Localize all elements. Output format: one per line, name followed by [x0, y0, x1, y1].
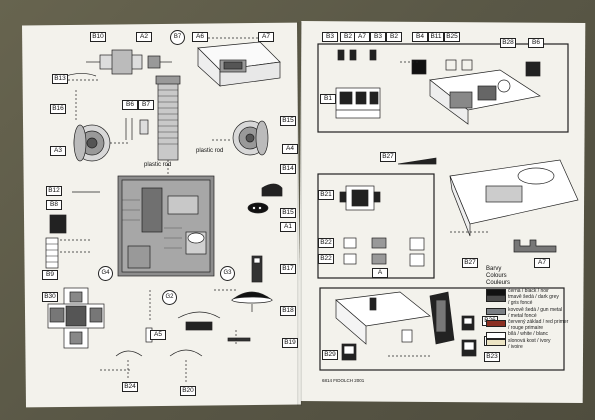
part-label-b15-right: B15: [280, 116, 296, 126]
legend-text: bílá / white / blanc: [508, 331, 549, 338]
part-label-r-b27b: B27: [462, 258, 478, 268]
part-label-a6: A6: [192, 32, 208, 42]
part-circle-g4: G4: [98, 266, 113, 281]
part-label-a7-top: A7: [258, 32, 274, 42]
part-label-b13: B13: [52, 74, 68, 84]
part-label-b7: B7: [138, 100, 154, 110]
part-label-b17: B17: [280, 264, 296, 274]
part-label-r-b25: B25: [444, 32, 460, 42]
legend-text: tmavě šedá / dark grey: [508, 294, 559, 301]
legend-swatch: [486, 338, 506, 346]
part-circle-g2: G2: [162, 290, 177, 305]
part-label-b9: B9: [42, 270, 58, 280]
part-label-r-a: A: [372, 268, 388, 278]
plastic-rod-right: plastic rod: [196, 148, 224, 154]
part-label-a5: A5: [150, 330, 166, 340]
legend-title-fr: Couleurs: [486, 280, 511, 286]
legend-text: / metal foncé: [508, 312, 537, 319]
part-label-b19: B19: [282, 338, 298, 348]
part-label-b16: B16: [50, 104, 66, 114]
part-circle-b7: B7: [170, 30, 185, 45]
legend-text: černá / black / noir: [508, 288, 549, 294]
part-label-b20: B20: [180, 386, 196, 396]
part-label-r-b11: B11: [428, 32, 444, 42]
legend-text: / rouge primaire: [508, 325, 544, 332]
part-label-r-b23: B23: [484, 352, 500, 362]
plastic-rod-left: plastic rod: [144, 162, 172, 168]
part-label-r-b3a: B3: [322, 32, 338, 42]
part-label-a3: A3: [50, 146, 66, 156]
part-label-r-b29: B29: [322, 350, 338, 360]
part-label-a1: A1: [280, 222, 296, 232]
part-label-b24: B24: [122, 382, 138, 392]
legend-title-cz: Barvy: [486, 266, 502, 272]
legend-swatch: [486, 307, 506, 315]
part-label-a2: A2: [136, 32, 152, 42]
part-label-r-b4: B4: [412, 32, 428, 42]
part-label-r-b22b: B22: [318, 254, 334, 264]
legend-text: / gris foncé: [508, 300, 533, 307]
part-label-r-b3b: B3: [370, 32, 386, 42]
legend-swatch: [486, 320, 506, 327]
legend-text: kovově šedá / gun metal: [508, 306, 563, 313]
part-label-r-a7b: A7: [534, 258, 550, 268]
legend-title-en: Colours: [486, 273, 507, 279]
part-label-r-b1: B1: [320, 94, 336, 104]
part-label-r-a7: A7: [354, 32, 370, 42]
part-label-b18: B18: [280, 306, 296, 316]
part-label-r-b2b: B2: [386, 32, 402, 42]
part-label-r-b28: B28: [500, 38, 516, 48]
part-label-b15: B15: [280, 208, 296, 218]
center-fold: [297, 22, 302, 406]
part-label-b14: B14: [280, 164, 296, 174]
part-label-b30: B30: [42, 292, 58, 302]
part-label-r-b22a: B22: [318, 238, 334, 248]
part-label-a4: A4: [282, 144, 298, 154]
legend-text: červený základ / red primer: [508, 319, 569, 325]
part-label-b6: B6: [122, 100, 138, 110]
legend-text: / ivoire: [508, 343, 523, 350]
part-label-r-b27: B27: [380, 152, 396, 162]
legend-text: slonová kost / ivory: [508, 337, 551, 344]
part-label-b8: B8: [46, 200, 62, 210]
part-circle-g3: G3: [220, 266, 235, 281]
part-label-b12: B12: [46, 186, 62, 196]
legend-swatch: [486, 295, 506, 303]
part-label-r-b6: B6: [528, 38, 544, 48]
sheet-footer: 6814 FIDOLCH 2001: [322, 378, 365, 383]
part-label-r-b21: B21: [318, 190, 334, 200]
colour-legend: Barvy Colours Couleurs černá / black / n…: [486, 266, 569, 350]
part-label-b10: B10: [90, 32, 106, 42]
